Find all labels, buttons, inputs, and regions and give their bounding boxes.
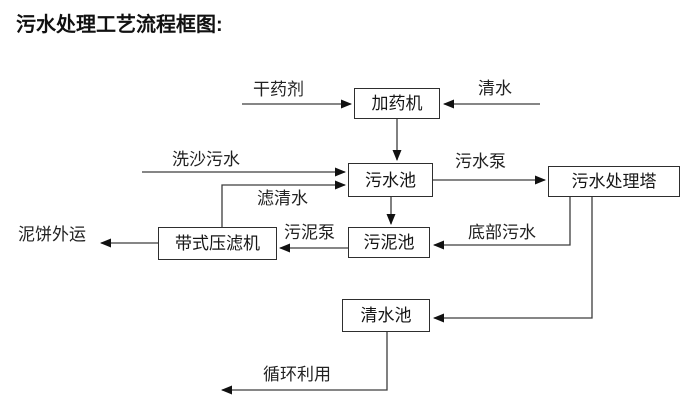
edge-label-sand-washing-sewage: 洗沙污水 xyxy=(172,150,240,169)
node-sewage-pool: 污水池 xyxy=(348,163,433,197)
node-clean-water-pool-label: 清水池 xyxy=(360,306,412,325)
edge-label-sewage-pump: 污水泵 xyxy=(455,152,506,171)
edge-label-dry-agent: 干药剂 xyxy=(253,80,304,99)
edge-label-mud-cake-out: 泥饼外运 xyxy=(18,225,86,244)
arrow-tower-to-clean-water-pool xyxy=(433,197,593,323)
node-sludge-pool-label: 污泥池 xyxy=(363,233,415,252)
arrow-bottom-sewage-to-sludge-pool xyxy=(433,197,571,250)
node-treatment-tower-label: 污水处理塔 xyxy=(571,172,657,191)
node-clean-water-pool: 清水池 xyxy=(342,299,430,332)
node-sewage-pool-label: 污水池 xyxy=(365,170,416,190)
edge-label-clean-water: 清水 xyxy=(478,79,512,98)
edge-label-sludge-pump: 污泥泵 xyxy=(284,223,335,242)
arrow-filtered-water-to-sewage-pool xyxy=(221,180,346,227)
arrow-clean-water-pool-to-recycle xyxy=(221,332,388,395)
edge-label-recycle-use: 循环利用 xyxy=(263,365,331,384)
page-title: 污水处理工艺流程框图: xyxy=(16,14,223,36)
node-belt-filter-press: 带式压滤机 xyxy=(158,227,277,260)
node-dosing-machine-label: 加药机 xyxy=(371,94,423,113)
node-dosing-machine: 加药机 xyxy=(354,88,440,119)
edge-label-filtered-water: 滤清水 xyxy=(257,189,308,208)
edge-label-bottom-sewage: 底部污水 xyxy=(468,223,536,242)
node-belt-filter-press-label: 带式压滤机 xyxy=(175,234,260,253)
node-sludge-pool: 污泥池 xyxy=(348,227,430,258)
node-treatment-tower: 污水处理塔 xyxy=(548,166,680,197)
